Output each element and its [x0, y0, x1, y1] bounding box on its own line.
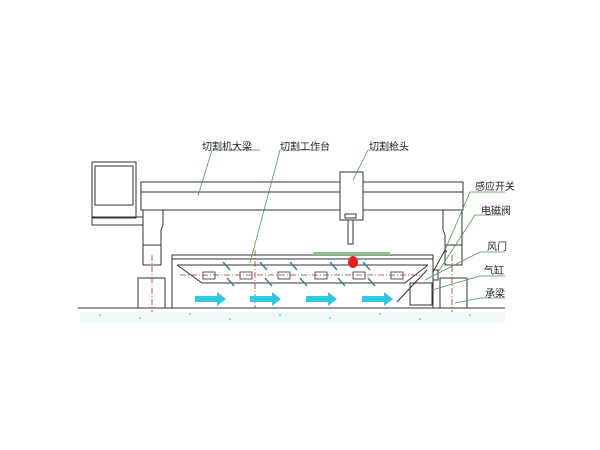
control-monitor: [91, 161, 137, 219]
label-support-beam: 承梁: [485, 289, 505, 300]
cutting-table: [171, 254, 434, 309]
solenoid-valve: [432, 269, 439, 281]
workpiece-plate: [313, 252, 390, 255]
cylinder: [409, 282, 433, 306]
label-damper: 风门: [487, 242, 507, 253]
label-cylinder: 气缸: [484, 266, 504, 277]
left-leg: [142, 210, 164, 266]
gantry-beam: [140, 181, 464, 211]
label-valve: 电磁阀: [481, 206, 511, 217]
airflow-arrows: [195, 292, 393, 306]
label-beam: 切割机大梁: [202, 142, 252, 153]
label-sensor: 感应开关: [475, 182, 515, 193]
monitor-screen: [94, 165, 134, 206]
label-table: 切割工作台: [280, 142, 330, 153]
ground-texture: [80, 312, 505, 322]
damper: [396, 269, 428, 303]
torch-nozzle: [347, 219, 354, 245]
right-leg: [442, 210, 463, 266]
flame: [348, 256, 358, 268]
left-support: [137, 277, 166, 309]
right-support: [439, 277, 468, 309]
label-torch: 切割枪头: [369, 142, 409, 153]
torch-head: [339, 171, 364, 221]
